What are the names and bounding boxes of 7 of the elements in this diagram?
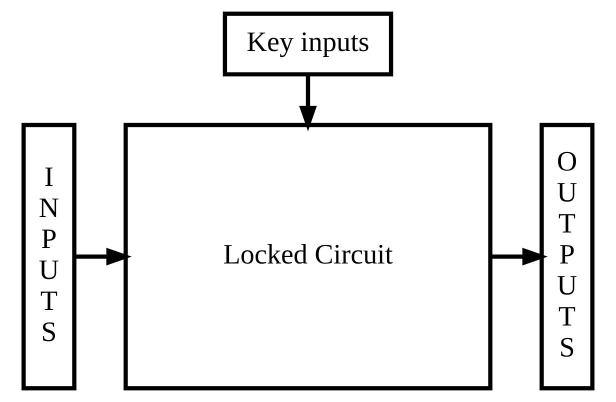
arrow bbox=[299, 74, 317, 132]
node-box: I N P U T S bbox=[22, 122, 76, 390]
node-box: Key inputs bbox=[222, 12, 394, 76]
arrow bbox=[490, 248, 548, 266]
node-box: Locked Circuit bbox=[124, 122, 492, 390]
arrow bbox=[74, 248, 132, 266]
node-box: O U T P U T S bbox=[540, 122, 594, 390]
